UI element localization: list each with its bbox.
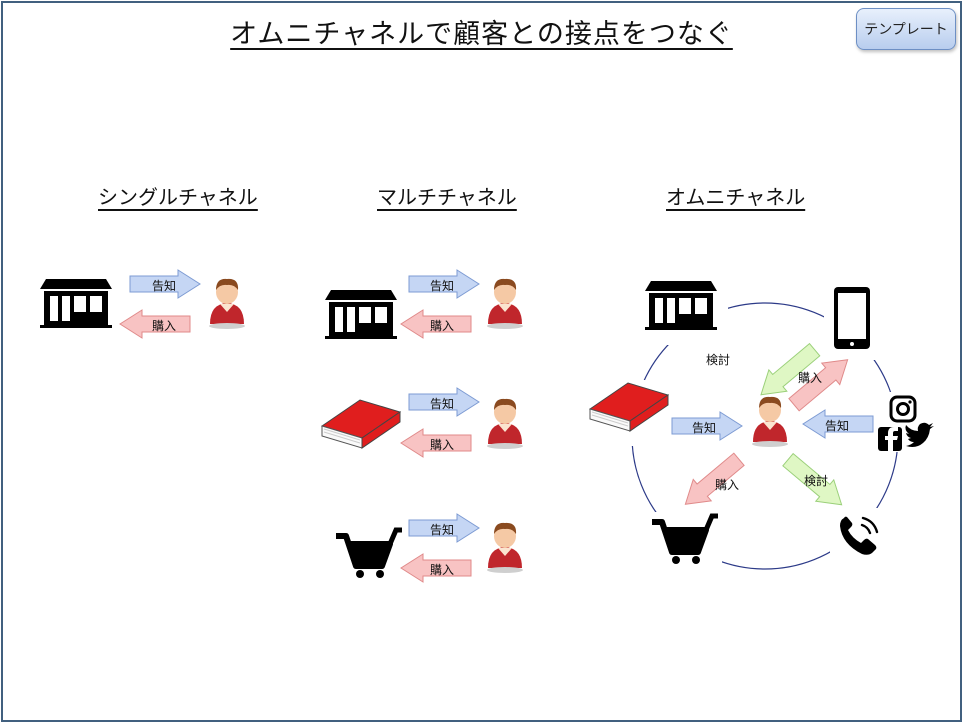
notify-label: 告知 xyxy=(430,397,455,411)
consider-arrow-to-tel xyxy=(782,452,843,506)
purchase-label: 購入 xyxy=(430,319,455,333)
purchase-label: 購入 xyxy=(715,478,740,492)
notify-label: 告知 xyxy=(825,419,850,433)
consider-label: 検討 xyxy=(804,474,829,488)
cart-icon xyxy=(336,530,402,578)
store-icon xyxy=(645,281,717,330)
notify-arrow-from-social xyxy=(802,409,874,439)
instagram-icon xyxy=(889,395,917,423)
section-title-single: シングルチャネル xyxy=(98,185,258,209)
person-icon xyxy=(487,398,523,449)
twitter-icon xyxy=(905,422,934,447)
smartphone-icon xyxy=(824,280,884,360)
notify-label: 告知 xyxy=(430,523,455,537)
purchase-label: 購入 xyxy=(430,563,455,577)
section-title-omni: オムニチャネル xyxy=(666,185,806,209)
social-icons xyxy=(874,392,934,452)
purchase-label: 購入 xyxy=(798,371,823,385)
person-icon xyxy=(752,396,788,447)
notify-label: 告知 xyxy=(692,421,717,435)
purchase-arrow-to-cart xyxy=(684,452,745,505)
store-icon xyxy=(325,290,397,339)
page-title-text: オムニチャネルで顧客との接点をつなぐ xyxy=(230,19,733,50)
consider-arrow-to-store xyxy=(760,342,821,396)
person-icon xyxy=(487,278,523,329)
purchase-arrow-to-phone xyxy=(788,359,849,412)
template-button[interactable]: テンプレート xyxy=(856,8,956,50)
purchase-label: 購入 xyxy=(152,319,177,333)
notify-label: 告知 xyxy=(152,279,177,293)
store-icon xyxy=(40,279,112,328)
phone-icon xyxy=(830,508,890,566)
page-title: オムニチャネルで顧客との接点をつなぐ xyxy=(0,12,963,51)
facebook-icon xyxy=(878,427,902,451)
purchase-label: 購入 xyxy=(430,438,455,452)
person-icon xyxy=(487,522,523,573)
book-icon xyxy=(321,399,401,449)
section-title-multi: マルチチャネル xyxy=(377,185,517,209)
notify-label: 告知 xyxy=(430,279,455,293)
person-icon xyxy=(209,278,245,329)
consider-label: 検討 xyxy=(706,353,731,367)
